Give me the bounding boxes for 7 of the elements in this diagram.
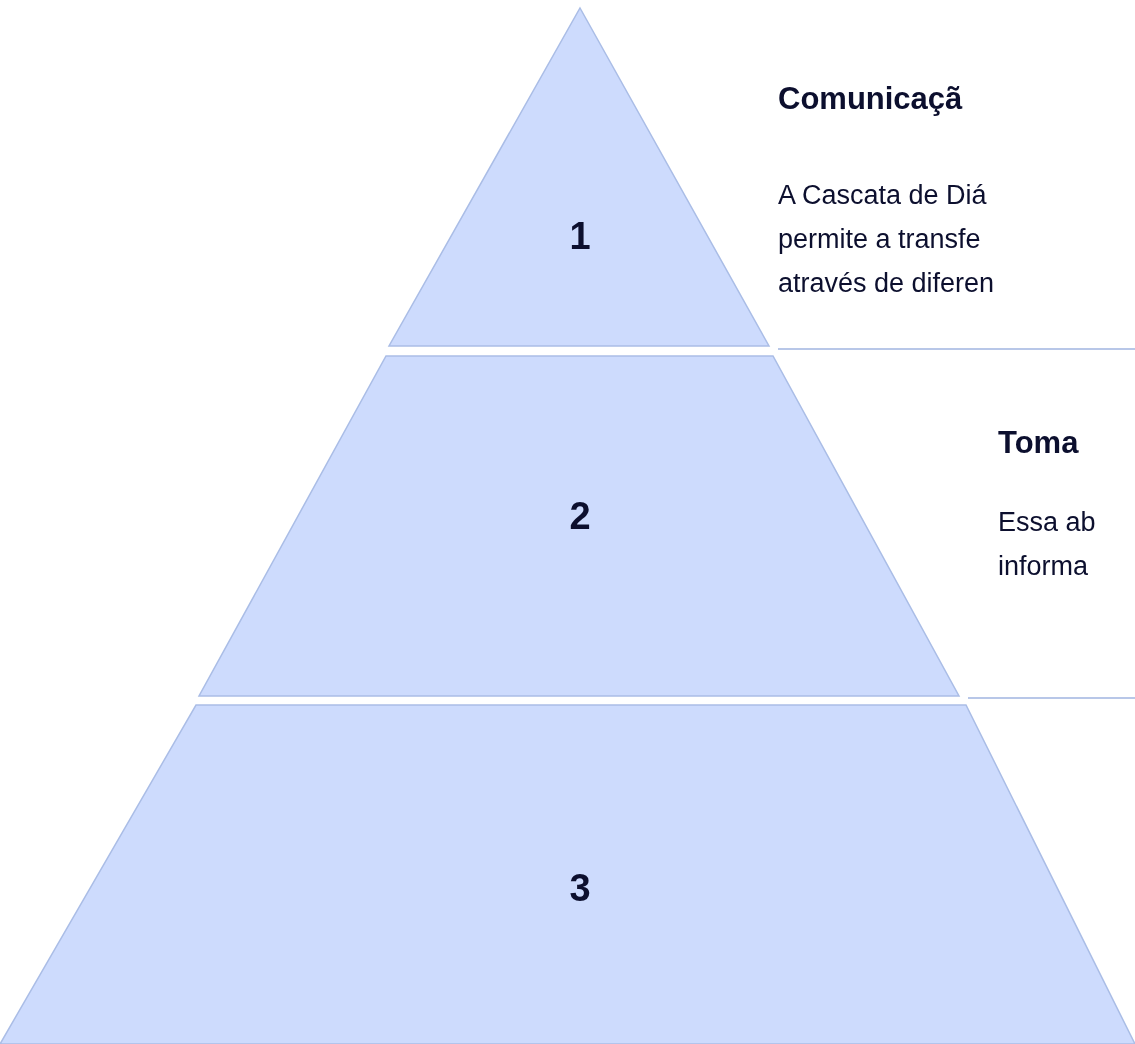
section-heading: Comunicaçã xyxy=(778,80,963,118)
description-text: A Cascata de Diá permite a transfe através de diferen xyxy=(778,179,996,300)
description-text: Essa ab informa xyxy=(998,506,1097,583)
tier-number: 1 xyxy=(569,217,591,255)
tier-number: 3 xyxy=(569,869,591,907)
section-heading: Toma xyxy=(998,424,1079,462)
tier-number: 2 xyxy=(569,497,591,535)
